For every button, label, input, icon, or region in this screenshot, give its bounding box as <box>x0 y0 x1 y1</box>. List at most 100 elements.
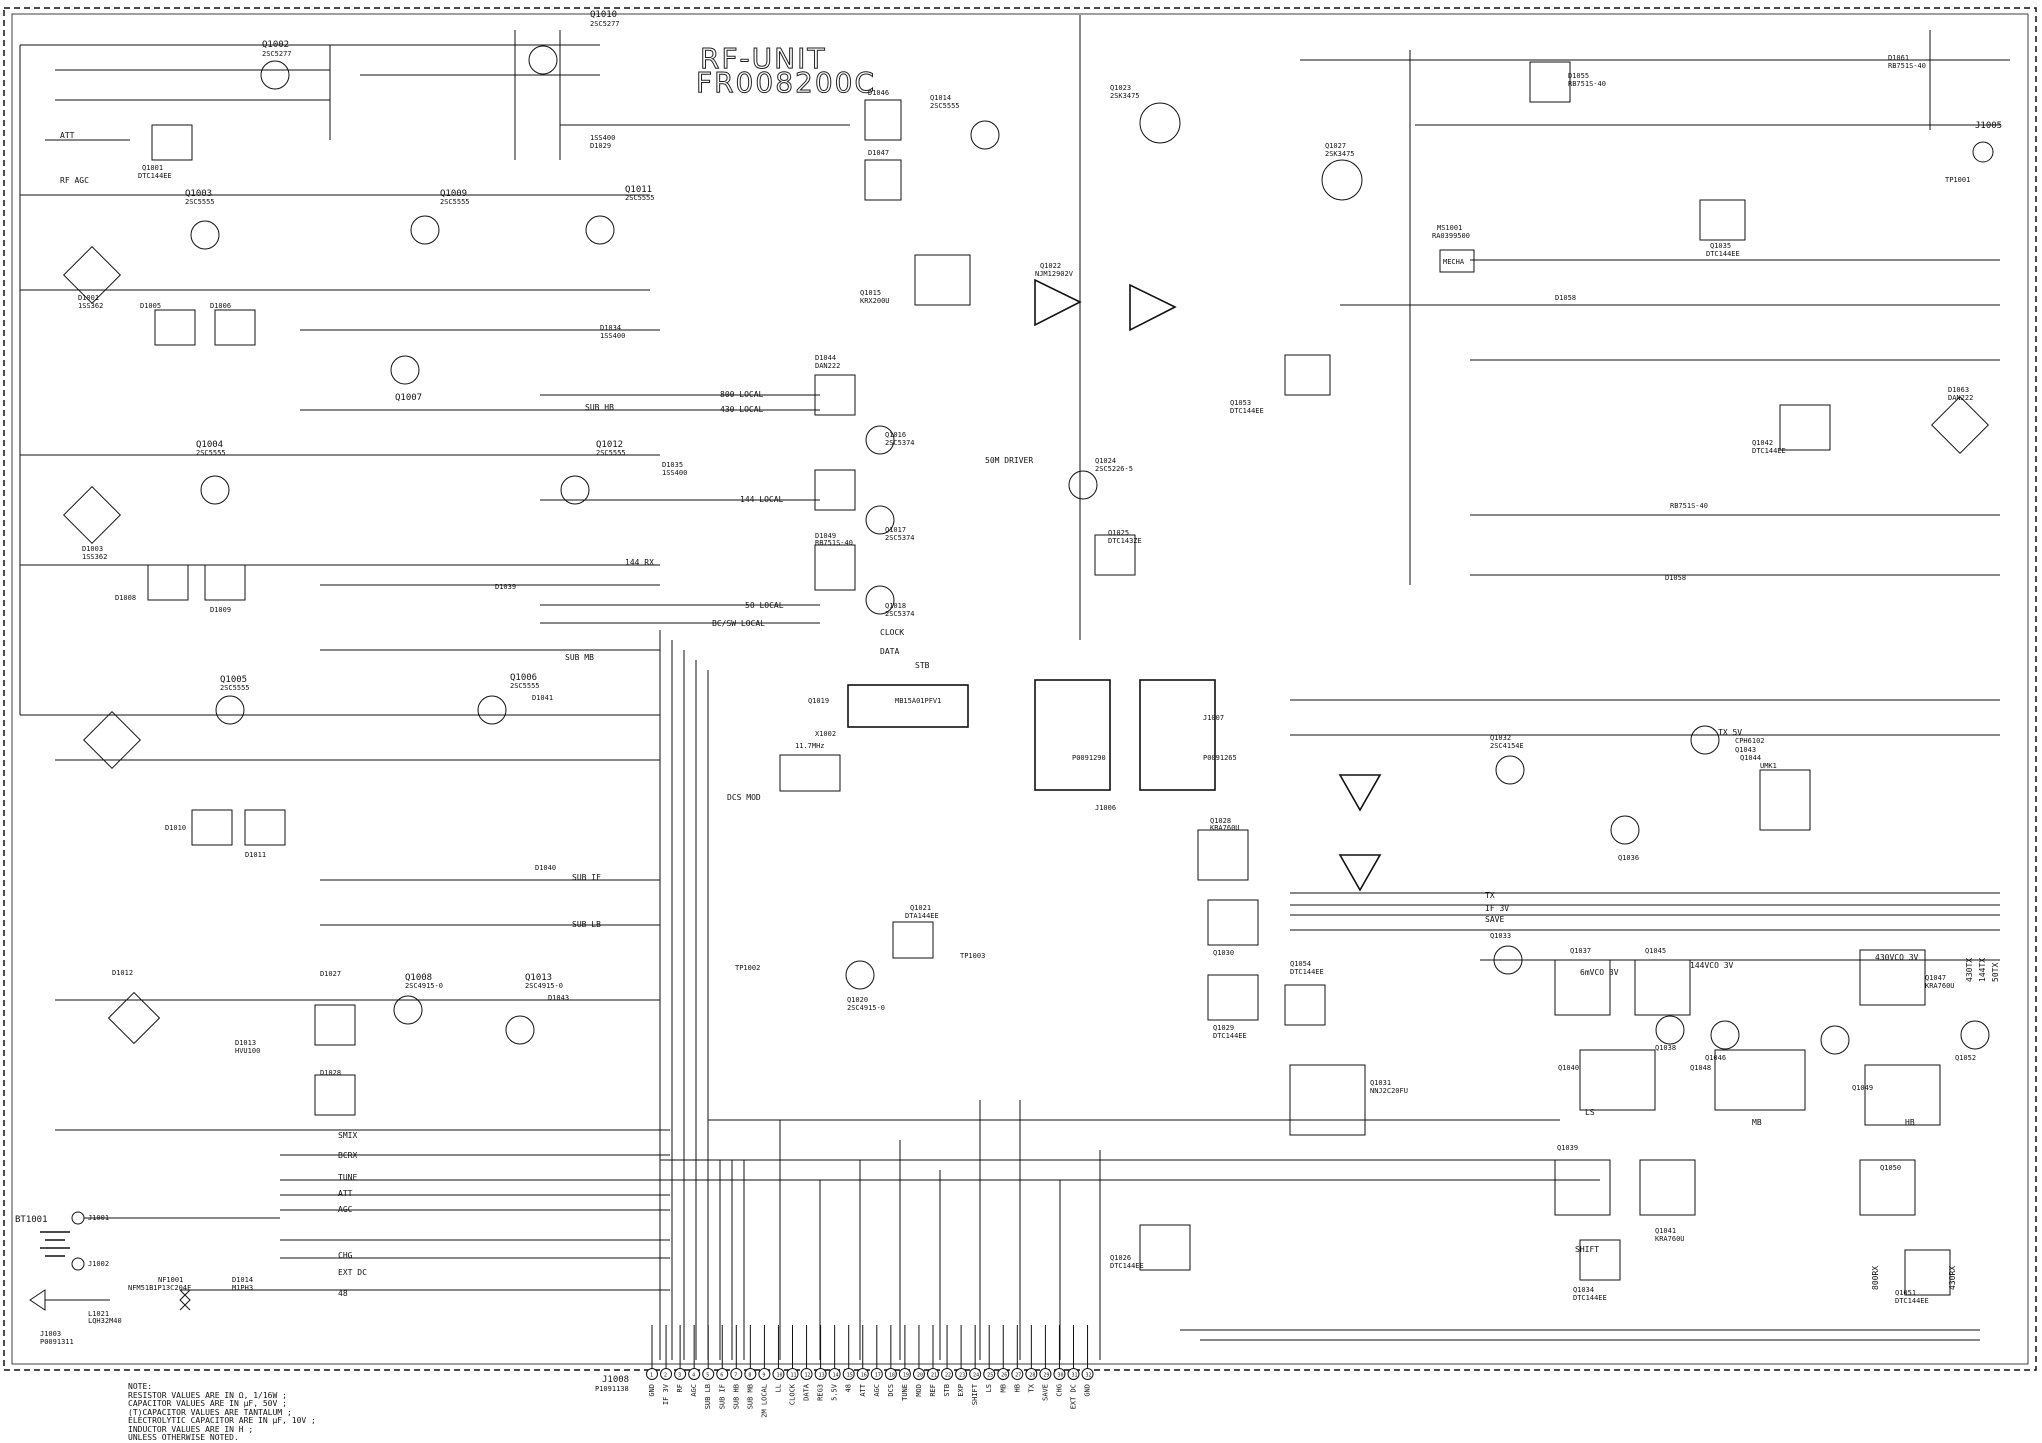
net-430tx: 430TX <box>1965 958 1974 982</box>
j1008-pin <box>927 1368 939 1380</box>
d1029-part: 1SS400 <box>590 134 615 142</box>
q1031-label: Q1031 <box>1370 1079 1391 1087</box>
q1001-part: DTC144EE <box>138 172 172 180</box>
q1017-part: 2SC5374 <box>885 534 915 542</box>
j1008-pin-number: 30 <box>1057 1373 1063 1379</box>
rf-stage-row-5: SUB MB D1039 <box>320 583 660 662</box>
d1047-part: RB751S-40 <box>1568 80 1606 88</box>
j1008-pin-label: REF <box>929 1384 937 1397</box>
d1034-part: 1SS400 <box>600 332 625 340</box>
j1008-pin <box>1039 1368 1052 1380</box>
q1041-label: Q1041 <box>1655 1227 1676 1235</box>
j1008-pin-label: TX <box>1027 1383 1035 1392</box>
d1044-label: D1047 <box>868 149 889 157</box>
q1004-label: Q1004 <box>196 440 223 450</box>
tp1003-label: TP1003 <box>960 952 985 960</box>
rf-stage-row-2: Q1003 2SC5555 Q1009 2SC5555 Q1011 2SC555… <box>20 185 655 346</box>
j1008-pin-label: REG3 <box>817 1384 825 1401</box>
net-save: SAVE <box>1485 915 1504 924</box>
net-tx5v: TX 5V <box>1718 728 1742 737</box>
q1010-label: Q1010 <box>590 10 617 20</box>
j1008-pin <box>870 1368 883 1380</box>
q1043-part: CPH6102 <box>1735 737 1765 745</box>
power-input: BT1001 J1001 J1002 J1003 P0091311 NF1001… <box>15 1211 280 1346</box>
rf-stage-row-6: Q1005 2SC5555 Q1006 2SC5555 D1010 D1011 … <box>20 673 660 859</box>
ms1001-part: RA0399500 <box>1432 232 1470 240</box>
d1043-label: D1046 <box>868 89 889 97</box>
j1008-pin-label: GND <box>1084 1384 1092 1397</box>
note-line: UNLESS OTHERWISE NOTED. <box>128 1433 239 1442</box>
net-dcs-mod: DCS MOD <box>727 793 761 802</box>
j1002-label: J1002 <box>88 1260 109 1268</box>
j1008-pin-label: EXP <box>957 1384 965 1397</box>
d1012-label: D1012 <box>112 969 133 977</box>
q1042-label: Q1042 <box>1752 439 1773 447</box>
q1040-label: Q1040 <box>1558 1064 1579 1072</box>
q1013-label: Q1013 <box>525 973 552 983</box>
j1008-pin <box>660 1368 673 1380</box>
q1044-part: UMK1 <box>1760 762 1777 770</box>
j1008-pin-label: LS <box>985 1384 993 1392</box>
q1014-label: Q1014 <box>930 94 951 102</box>
j1008-pin-number: 1 <box>650 1373 653 1379</box>
d1038-label: D1040 <box>535 864 556 872</box>
q1025-label: Q1025 <box>1108 529 1129 537</box>
d1001-label: D1001 <box>78 294 99 302</box>
q1020-part: 2SC4915-0 <box>847 1004 885 1012</box>
j1003-label: J1003 <box>40 1330 61 1338</box>
j1008-pin-label: HB <box>1013 1384 1021 1392</box>
q1023-part: 2SK3475 <box>1110 92 1140 100</box>
rf-stage-row-3: Q1007 SUB HB D1034 1SS400 <box>300 324 660 412</box>
d1014-part: M1PH3 <box>232 1284 253 1292</box>
d1003-part: 1SS362 <box>82 553 107 561</box>
d1013-part: HVU100 <box>235 1047 260 1055</box>
j1008-pin <box>997 1368 1010 1380</box>
control-section: Q1028 KRA760U Q1030 Q1029 DTC144EE Q1054… <box>1110 774 1408 1271</box>
q1026-part: DTC144EE <box>1110 1262 1144 1270</box>
q1016-label: Q1016 <box>885 431 906 439</box>
j1008-pin <box>786 1368 799 1380</box>
j1007-label: J1007 <box>1203 714 1224 722</box>
q1024-label: Q1024 <box>1095 457 1116 465</box>
q1052-label: Q1052 <box>1955 1054 1976 1062</box>
d1058-label: D1058 <box>1665 574 1686 582</box>
d1039-label: D1041 <box>532 694 553 702</box>
opamp-section: Q1022 NJM12902V Q1023 2SK3475 Q1027 2SK3… <box>985 84 1363 576</box>
j1003-part: P0091311 <box>40 1338 74 1346</box>
j1008-pin-number: 6 <box>720 1373 723 1379</box>
q1026-label: Q1026 <box>1110 1254 1131 1262</box>
q1046-label: Q1046 <box>1705 1054 1726 1062</box>
q1043-label: Q1043 <box>1735 746 1756 754</box>
d1041-part: DAN222 <box>815 362 840 370</box>
d1028-label: D1028 <box>320 1069 341 1077</box>
d1055-label: RB751S-40 <box>1670 502 1708 510</box>
net-144rx: 144 RX <box>625 558 654 567</box>
q1003-label: Q1003 <box>185 189 212 199</box>
j1008-pin <box>969 1368 982 1380</box>
d1034-label: D1034 <box>600 324 621 332</box>
net-smix: SMIX <box>338 1131 357 1140</box>
net-430vco: 430VCO 3V <box>1875 953 1919 962</box>
q1029-label: Q1029 <box>1213 1024 1234 1032</box>
d1008-label: D1008 <box>115 594 136 602</box>
j1008-part: P1091138 <box>595 1385 629 1393</box>
j1008-pin-number: 16 <box>861 1373 867 1379</box>
d1047-label: D1055 <box>1568 72 1589 80</box>
j1008-pin-number: 4 <box>692 1373 695 1379</box>
net-144vco: 144VCO 3V <box>1690 961 1734 970</box>
d1029-label: D1029 <box>590 142 611 150</box>
j1008-pin <box>912 1368 925 1380</box>
j1008-pin-number: 23 <box>959 1373 965 1379</box>
x1002-freq: 11.7MHz <box>795 742 825 750</box>
q1051-part: DTC144EE <box>1895 1297 1929 1305</box>
net-sub-mb: SUB MB <box>565 653 594 662</box>
q1010-part: 2SC5277 <box>590 20 620 28</box>
q1009-label: Q1009 <box>440 189 467 199</box>
q1003-part: 2SC5555 <box>185 198 215 206</box>
q1038-label: Q1038 <box>1655 1044 1676 1052</box>
net-driver: 50M DRIVER <box>985 456 1033 465</box>
q1027-label: Q1027 <box>1325 142 1346 150</box>
net-800-local: 800 LOCAL <box>720 390 764 399</box>
q1005-part: 2SC5555 <box>220 684 250 692</box>
